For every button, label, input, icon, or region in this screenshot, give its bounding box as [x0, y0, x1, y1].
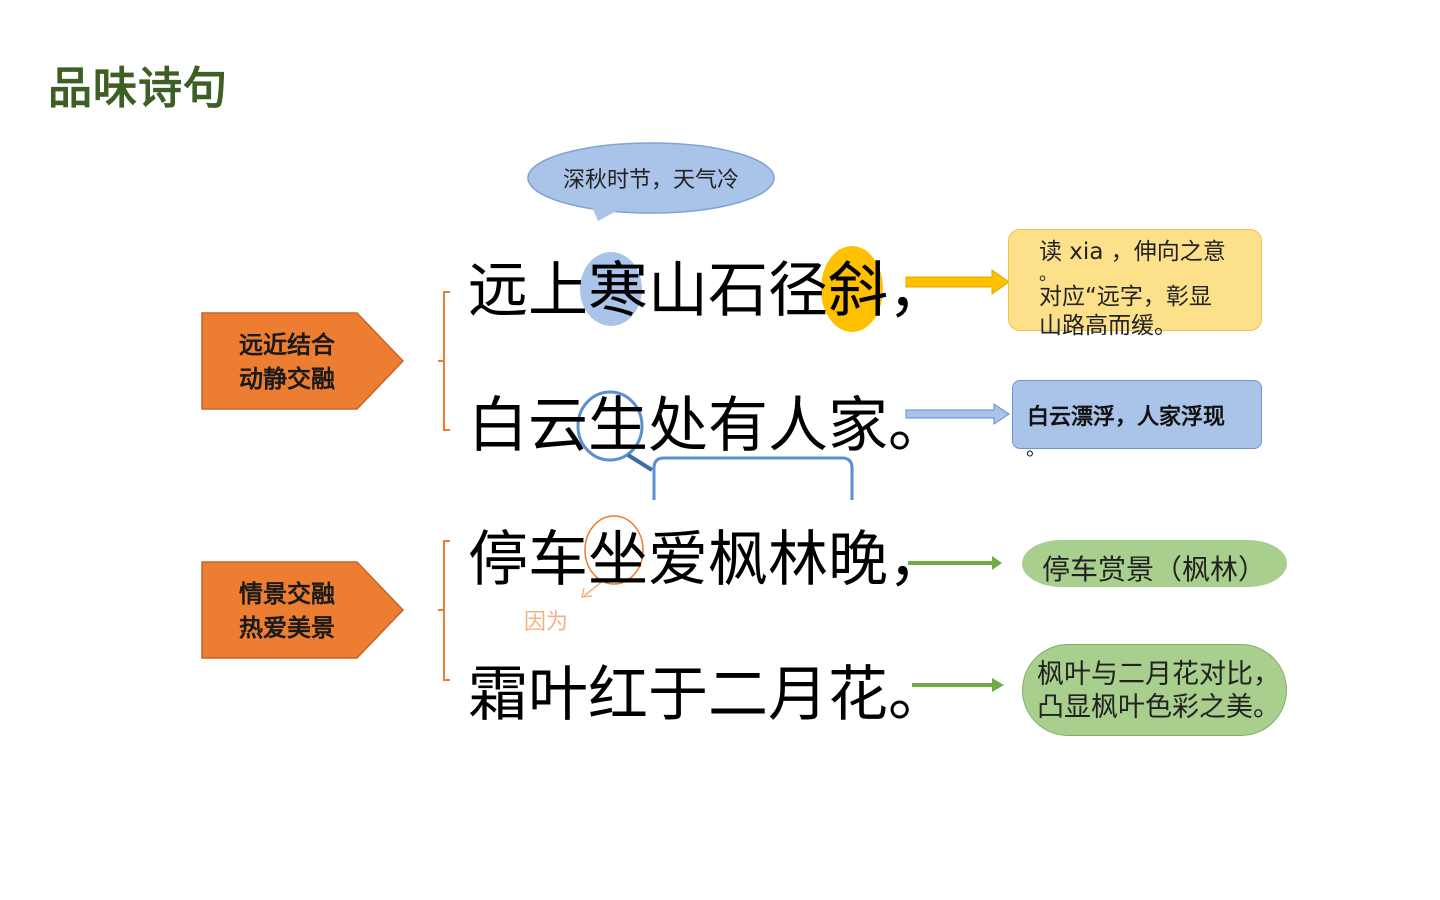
poem-line-2: 白云生处有人家。: [468, 391, 948, 461]
annotation-because: 因为: [524, 610, 569, 635]
tag-1-line1: 远近结合: [239, 331, 335, 359]
note-4-line-2: 凸显枫叶色彩之美。: [1037, 692, 1280, 723]
arrow-gold: [905, 269, 1010, 295]
note-box-2: 白云漂浮，人家浮现: [1012, 380, 1262, 449]
note-2-text: 白云漂浮，人家浮现: [1027, 405, 1226, 430]
tag-shape-1: [201, 312, 405, 410]
poem-line-1: 远上寒山石径斜，: [468, 256, 948, 326]
blue-bracket: [652, 456, 854, 500]
note-box-4: 枫叶与二月花对比， 凸显枫叶色彩之美。: [1022, 644, 1287, 736]
page-title: 品味诗句: [48, 63, 228, 114]
bracket-top: [438, 291, 450, 431]
bracket-bottom: [438, 540, 450, 681]
poem-line-3: 停车坐爱枫林晚，: [468, 525, 948, 595]
tag-shape-2: [201, 561, 405, 659]
arrow-green-1: [908, 556, 1002, 570]
note-1-line-3: 对应“远字，彰显: [1039, 284, 1212, 310]
speech-bubble-text: 深秋时节，天气冷: [562, 168, 739, 193]
tag-2: 情景交融 热爱美景: [202, 562, 404, 660]
note-1-line-1: 读 xia ，伸向之意: [1039, 239, 1226, 265]
tag-2-line1: 情景交融: [239, 580, 335, 608]
tag-2-line2: 热爱美景: [239, 614, 335, 642]
note-box-3: 停车赏景（枫林）: [1022, 540, 1287, 587]
highlight-xie: [821, 246, 883, 332]
speech-bubble: [527, 142, 775, 221]
note-box-1: 读 xia ，伸向之意 。 对应“远字，彰显 山路高而缓。: [1008, 229, 1262, 339]
note-1-line-2: 。: [1039, 264, 1057, 285]
circle-zuo: [584, 515, 644, 585]
poem-line-4: 霜叶红于二月花。: [468, 660, 948, 730]
magnifier-icon: [576, 390, 654, 472]
highlight-han: [580, 252, 642, 326]
note-3-text: 停车赏景（枫林）: [1042, 553, 1267, 586]
tag-1-line2: 动静交融: [239, 365, 335, 393]
note-4-line-1: 枫叶与二月花对比，: [1037, 659, 1280, 690]
arrow-green-2: [912, 678, 1004, 692]
note-2-tail: 。: [1026, 436, 1046, 460]
arrow-blue: [905, 403, 1010, 425]
note-1-line-4: 山路高而缓。: [1039, 313, 1177, 339]
tag-1: 远近结合 动静交融: [202, 313, 404, 411]
